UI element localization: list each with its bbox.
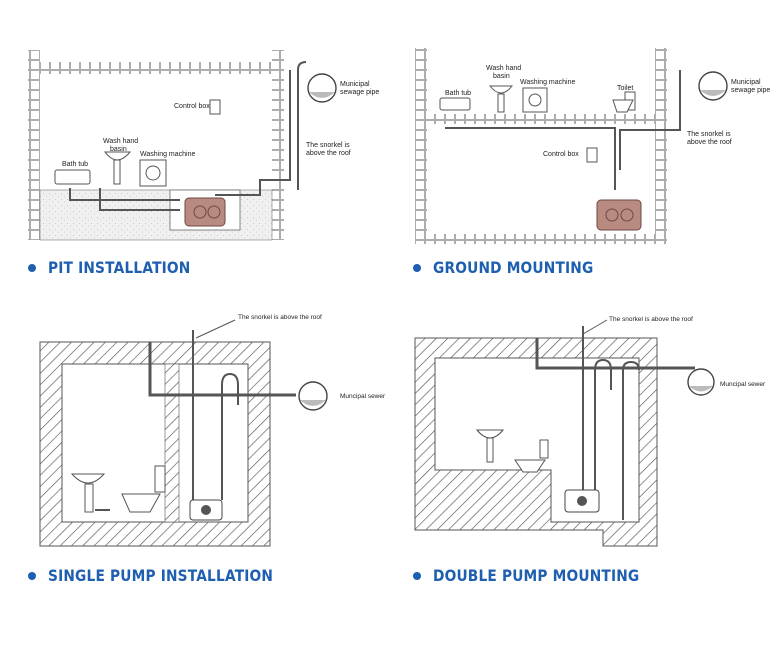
toilet-icon xyxy=(612,91,636,113)
washing-machine-icon xyxy=(139,159,167,187)
pit-installation-title: PIT INSTALLATION xyxy=(48,258,191,277)
double-pump-diagram: The snorkel is above the roof Muncipal s… xyxy=(395,300,779,600)
double-pump-title: DOUBLE PUMP MOUNTING xyxy=(433,566,640,585)
pit-installation-diagram: Municipal sewage pipe Control box The sn… xyxy=(0,0,390,290)
pump-icon xyxy=(564,489,600,513)
double-pump-caption: DOUBLE PUMP MOUNTING xyxy=(413,566,673,585)
double-pump-drawing: The snorkel is above the roof Muncipal s… xyxy=(414,316,766,547)
wash-basin-icon xyxy=(103,151,132,185)
snorkel-label-1: The snorkel is xyxy=(306,142,350,149)
pump-icon xyxy=(184,197,226,227)
bullet-icon xyxy=(413,571,421,580)
control-box-label: Control box xyxy=(543,151,579,158)
wash-basin-icon xyxy=(488,85,514,113)
wash-basin-label-2: basin xyxy=(493,73,510,80)
single-pump-title: SINGLE PUMP INSTALLATION xyxy=(48,566,274,585)
pump-icon xyxy=(189,499,223,521)
bath-tub-icon xyxy=(439,97,471,111)
snorkel-label: The snorkel is above the roof xyxy=(238,314,322,321)
sewer-pipe-icon xyxy=(687,368,715,396)
pit-installation-caption: PIT INSTALLATION xyxy=(28,258,214,277)
snorkel-label-2: above the roof xyxy=(687,139,732,146)
single-pump-caption: SINGLE PUMP INSTALLATION xyxy=(28,566,310,585)
bath-tub-icon xyxy=(54,169,91,185)
toilet-icon xyxy=(514,439,549,473)
control-box-label: Control box xyxy=(174,103,210,110)
wash-basin-label-1: Wash hand xyxy=(486,65,521,72)
ground-mounting-diagram: Wash hand basin Washing machine Bath tub… xyxy=(395,0,779,290)
sewage-label-2: sewage pipe xyxy=(731,87,770,94)
pit-installation-drawing: Municipal sewage pipe Control box The sn… xyxy=(28,50,379,241)
snorkel-label-1: The snorkel is xyxy=(687,131,731,138)
single-pump-drawing: The snorkel is above the roof Muncipal s… xyxy=(39,314,386,547)
bullet-icon xyxy=(413,263,421,272)
control-box-icon xyxy=(586,147,598,163)
bullet-icon xyxy=(28,571,36,580)
snorkel-label: The snorkel is above the roof xyxy=(609,316,693,323)
ground-mounting-caption: GROUND MOUNTING xyxy=(413,258,620,277)
wash-basin-label-1: Wash hand xyxy=(103,138,138,145)
ground-mounting-drawing: Wash hand basin Washing machine Bath tub… xyxy=(415,48,770,244)
single-pump-diagram: The snorkel is above the roof Muncipal s… xyxy=(0,300,390,600)
washing-machine-icon xyxy=(522,87,548,113)
wash-basin-icon xyxy=(475,429,505,463)
wash-basin-label-2: basin xyxy=(110,146,127,153)
bath-tub-label: Bath tub xyxy=(62,161,88,168)
pump-icon xyxy=(596,199,642,231)
sewage-pipe-icon xyxy=(698,71,728,101)
bullet-icon xyxy=(28,263,36,272)
sewage-label-1: Municipal xyxy=(340,81,370,88)
wash-basin-icon xyxy=(70,473,110,513)
ground-mounting-title: GROUND MOUNTING xyxy=(433,258,594,277)
sewer-pipe-icon xyxy=(298,381,328,411)
sewage-label-2: sewage pipe xyxy=(340,89,379,96)
toilet-icon xyxy=(121,465,166,513)
sewage-pipe-icon xyxy=(307,73,337,103)
sewer-label: Muncipal sewer xyxy=(720,381,766,388)
sewage-label-1: Municipal xyxy=(731,79,761,86)
sewer-label: Muncipal sewer xyxy=(340,393,386,400)
washing-machine-label: Washing machine xyxy=(140,151,195,158)
snorkel-label-2: above the roof xyxy=(306,150,351,157)
bath-tub-label: Bath tub xyxy=(445,90,471,97)
control-box-icon xyxy=(209,99,221,115)
toilet-label: Toilet xyxy=(617,85,633,92)
washing-machine-label: Washing machine xyxy=(520,79,575,86)
